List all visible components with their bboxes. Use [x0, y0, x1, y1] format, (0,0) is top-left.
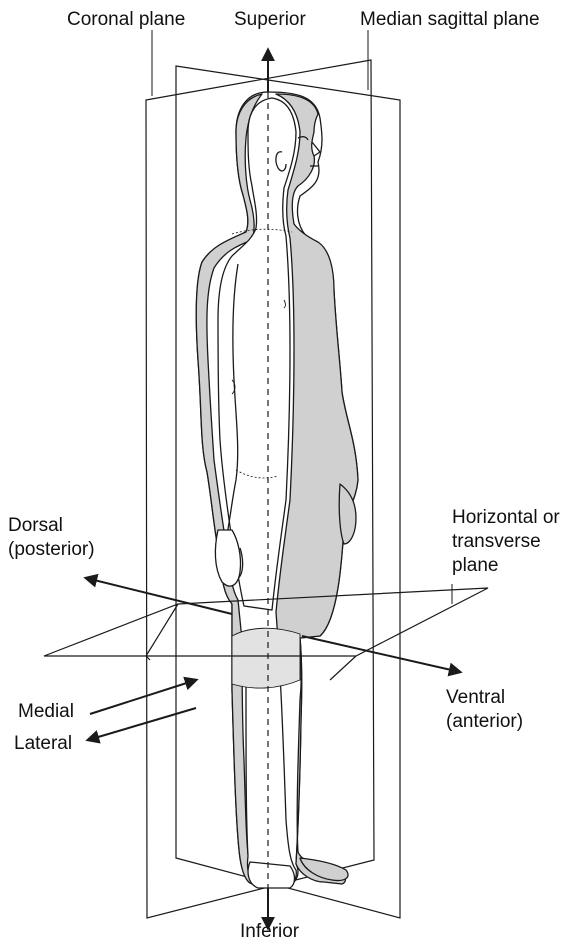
label-superior: Superior: [234, 8, 306, 32]
label-median-sagittal-plane: Median sagittal plane: [360, 8, 540, 32]
label-lateral: Lateral: [14, 732, 72, 756]
label-inferior: Inferior: [240, 920, 299, 944]
ventral-arrow: [302, 636, 460, 672]
label-coronal-plane: Coronal plane: [67, 8, 185, 32]
lateral-arrow: [88, 708, 196, 740]
human-figure: [196, 92, 358, 888]
label-ventral: Ventral (anterior): [446, 686, 523, 734]
label-horizontal-plane: Horizontal or transverse plane: [452, 506, 560, 578]
label-medial: Medial: [18, 700, 74, 724]
foot-front: [248, 862, 294, 888]
knee-slice: [232, 628, 300, 688]
label-dorsal: Dorsal (posterior): [8, 514, 95, 562]
medial-arrow: [90, 680, 196, 714]
dorsal-arrow: [86, 578, 232, 614]
